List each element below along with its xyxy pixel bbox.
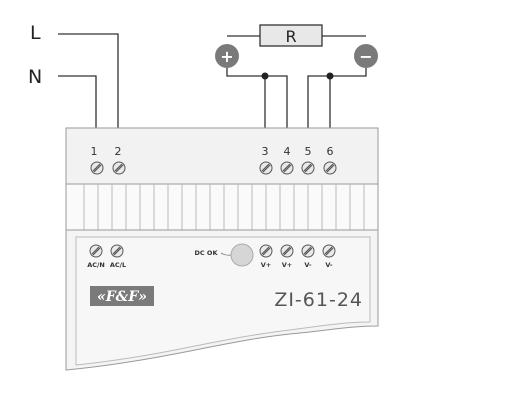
minus-sign: − [359,47,372,66]
terminal-screw-1-icon [90,161,104,175]
front-screw-vplus2-icon [280,244,294,258]
led-leader-line [220,252,232,256]
terminal-number-6: 6 [327,145,334,158]
junction-dot-negative [326,72,334,80]
front-label-vplus2: V+ [282,261,292,269]
positive-bus-wire [226,68,288,128]
terminal-screw-3-icon [259,161,273,175]
terminal-screw-2-icon [112,161,126,175]
front-label-vminus2: V- [325,261,333,269]
dc-ok-label: DC OK [195,249,219,257]
front-screw-acn-icon [89,244,103,258]
plus-sign: + [220,47,233,66]
front-screw-vminus1-icon [301,244,315,258]
terminal-number-4: 4 [284,145,291,158]
neutral-label: N [28,66,42,88]
plus-terminal-icon [215,44,239,68]
vent-slots [83,184,365,230]
front-label-vplus1: V+ [261,261,271,269]
terminal-number-1: 1 [91,145,98,158]
resistor-label: R [285,27,296,46]
resistor-symbol [259,24,323,47]
line-wire [58,33,119,128]
front-screw-vminus2-icon [322,244,336,258]
minus-terminal-icon [354,44,378,68]
terminal-screw-4-icon [280,161,294,175]
ff-logo: «F&F» [90,286,154,306]
dc-ok-led-icon [230,243,254,267]
neutral-wire [58,75,97,128]
terminal-number-3: 3 [262,145,269,158]
front-screw-acl-icon [110,244,124,258]
negative-bus-wire [307,68,367,128]
terminal-screw-6-icon [323,161,337,175]
model-label: ZI-61-24 [274,289,363,311]
line-label: L [30,22,41,44]
terminal-number-2: 2 [115,145,122,158]
front-label-vminus1: V- [304,261,312,269]
power-supply-housing [65,127,379,371]
junction-dot-positive [261,72,269,80]
front-label-acn: AC/N [87,261,105,269]
front-label-acl: AC/L [110,261,126,269]
brand-logo-text: «F&F» [97,289,147,305]
terminal-screw-5-icon [301,161,315,175]
terminal-number-5: 5 [305,145,312,158]
front-screw-vplus1-icon [259,244,273,258]
